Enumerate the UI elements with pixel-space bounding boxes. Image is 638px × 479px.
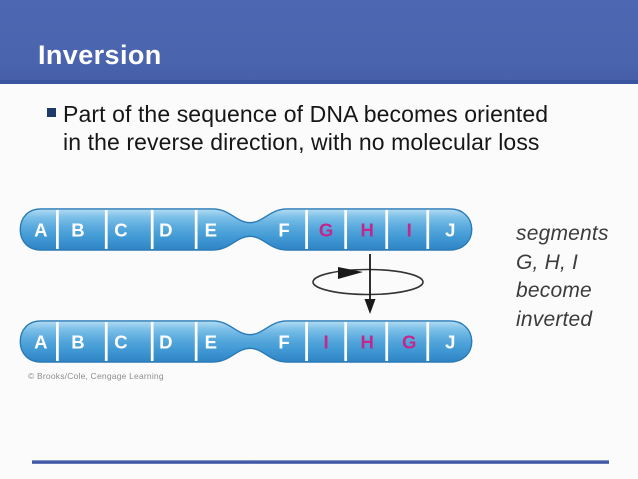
segment-letter: C <box>114 219 127 240</box>
bullet-line-2: in the reverse direction, with no molecu… <box>63 129 540 155</box>
segment-letter: C <box>114 331 127 352</box>
bullet-item: Part of the sequence of DNA becomes orie… <box>47 100 548 156</box>
segment-letter: E <box>205 331 217 352</box>
segment-letter-inverted: G <box>319 219 333 240</box>
title-bar: Inversion <box>0 0 638 84</box>
segment-dividers <box>56 209 430 250</box>
chromosome-body <box>19 208 473 251</box>
segment-letter: A <box>34 331 47 352</box>
segment-letter-inverted: G <box>402 331 416 352</box>
segment-letter-inverted: H <box>360 219 373 240</box>
caption-line: G, H, I <box>516 250 579 274</box>
chromosome-inverted: A B C D E F I H G J <box>19 320 473 363</box>
copyright-credit: © Brooks/Cole, Cengage Learning <box>28 371 164 381</box>
segment-letter-inverted: I <box>324 331 329 352</box>
segment-letter: A <box>34 219 47 240</box>
segment-letter: D <box>159 331 172 352</box>
segment-letter: F <box>278 331 289 352</box>
caption-line: become <box>516 279 592 302</box>
caption-line: inverted <box>516 307 593 331</box>
segment-letter: B <box>71 331 84 352</box>
segment-dividers <box>56 321 430 362</box>
caption-line: segments <box>516 222 609 245</box>
bullet-square-icon <box>47 108 56 117</box>
figure-caption: segments G, H, I become inverted <box>516 220 609 334</box>
segment-letter: J <box>445 219 455 240</box>
segment-letter-inverted: H <box>360 331 373 352</box>
bullet-line-1: Part of the sequence of DNA becomes orie… <box>63 101 549 127</box>
segment-letter: F <box>278 219 289 240</box>
chromosome-body <box>19 320 473 363</box>
bullet-text: Part of the sequence of DNA becomes orie… <box>63 100 548 156</box>
segment-letter: E <box>205 219 217 240</box>
footer-divider <box>32 460 609 464</box>
slide-title: Inversion <box>38 40 162 70</box>
segment-letter: J <box>445 331 455 352</box>
rotation-arrow-icon <box>312 254 424 314</box>
segment-letter: B <box>71 219 84 240</box>
chromosome-original: A B C D E F G H I J <box>19 208 473 251</box>
segment-letter: D <box>159 219 172 240</box>
segment-letter-inverted: I <box>407 219 412 240</box>
